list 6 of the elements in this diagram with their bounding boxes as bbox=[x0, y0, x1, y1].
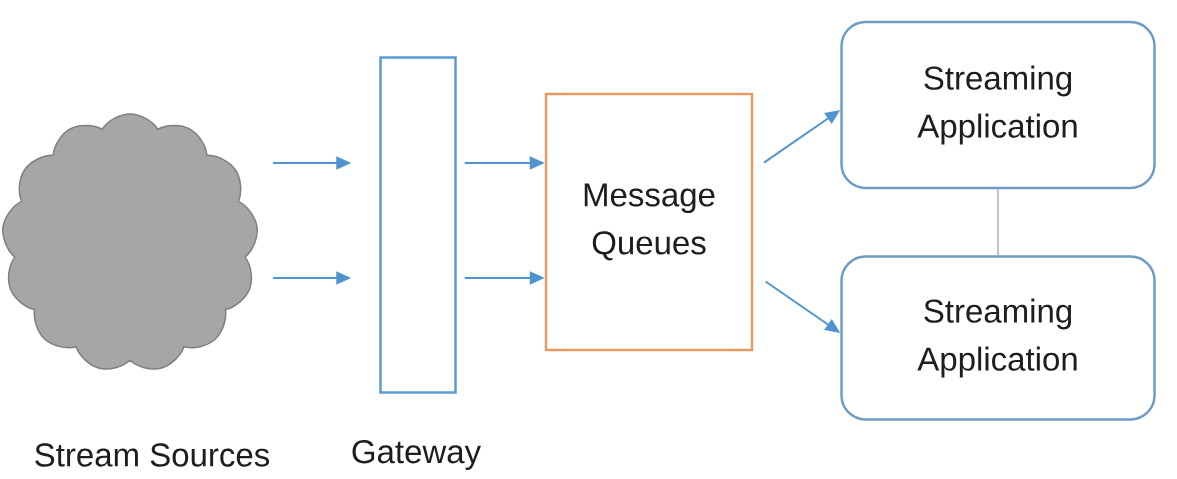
application-box: Streaming Application bbox=[840, 255, 1156, 421]
node-caption: Stream Sources bbox=[35, 443, 270, 467]
queue-box: Message Queues bbox=[544, 92, 754, 352]
application-box: Streaming Application bbox=[840, 20, 1156, 190]
node-caption: Gateway bbox=[352, 440, 482, 470]
connector-line bbox=[997, 188, 999, 256]
